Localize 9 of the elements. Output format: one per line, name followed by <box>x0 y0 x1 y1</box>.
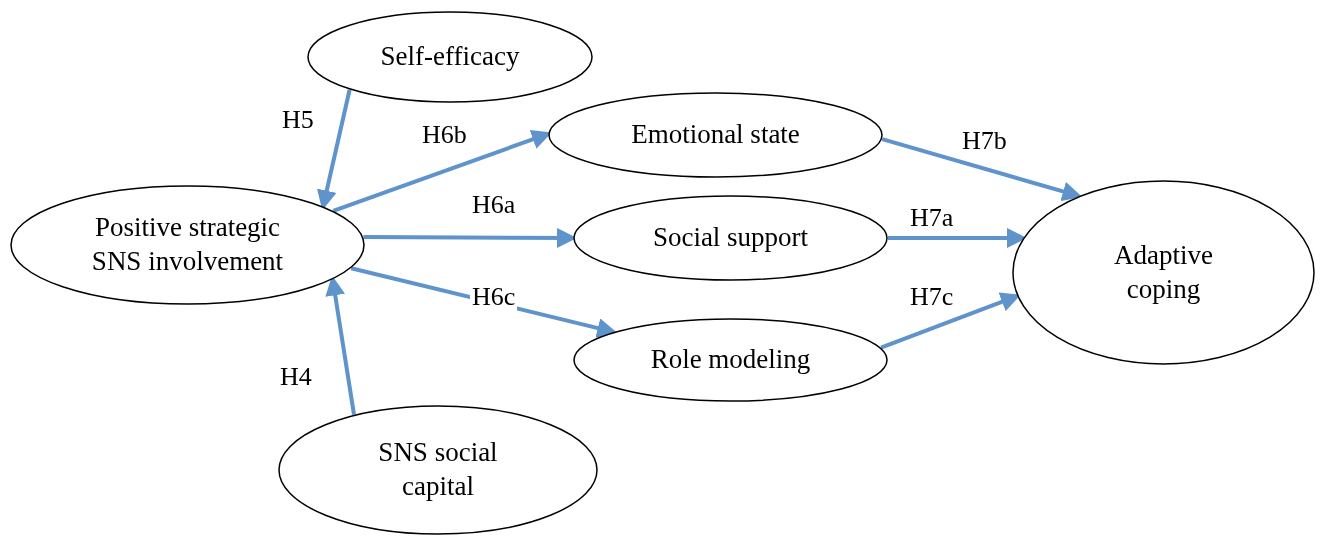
arrow <box>888 228 1027 248</box>
node-label: SNS social capital <box>377 436 499 503</box>
node-label: Social support <box>652 221 809 255</box>
node-label: Adaptive coping <box>1113 238 1214 306</box>
node-label: Positive strategic SNS involvement <box>90 211 285 278</box>
node-label: Emotional state <box>631 118 800 152</box>
arrow <box>881 137 1083 202</box>
node-label: Role modeling <box>650 343 811 377</box>
node-label: Self-efficacy <box>380 40 520 74</box>
